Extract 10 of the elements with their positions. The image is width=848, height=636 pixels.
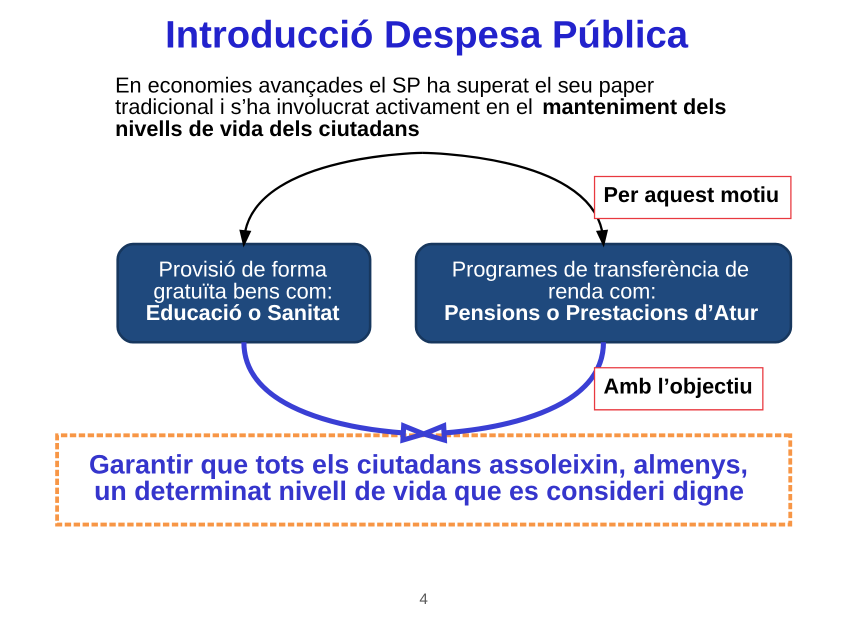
node-text: En economies avançades el SP ha superat el seu paper tradicional i s’ha involucrat activament en el manteniment dels nivells de vida dels ciutadans: [115, 72, 726, 141]
diagram-title: Introducció Despesa Pública: [165, 14, 688, 57]
node-box: Programes de transferència de renda com: Pensions o Prestacions d’Atur: [414, 242, 792, 344]
node-box: Provisió de forma gratuïta bens com: Educació o Sanitat: [116, 242, 372, 344]
edge-label: Amb l’objectiu: [603, 373, 753, 398]
node-box: Garantir que tots els ciutadans assoleixin, almenys, un determinat nivell de vida que es consideri digne: [55, 433, 792, 526]
arrow: [422, 152, 608, 248]
label: 4: [419, 590, 428, 608]
edge-label: Per aquest motiu: [603, 182, 780, 208]
arrow: [239, 152, 422, 248]
